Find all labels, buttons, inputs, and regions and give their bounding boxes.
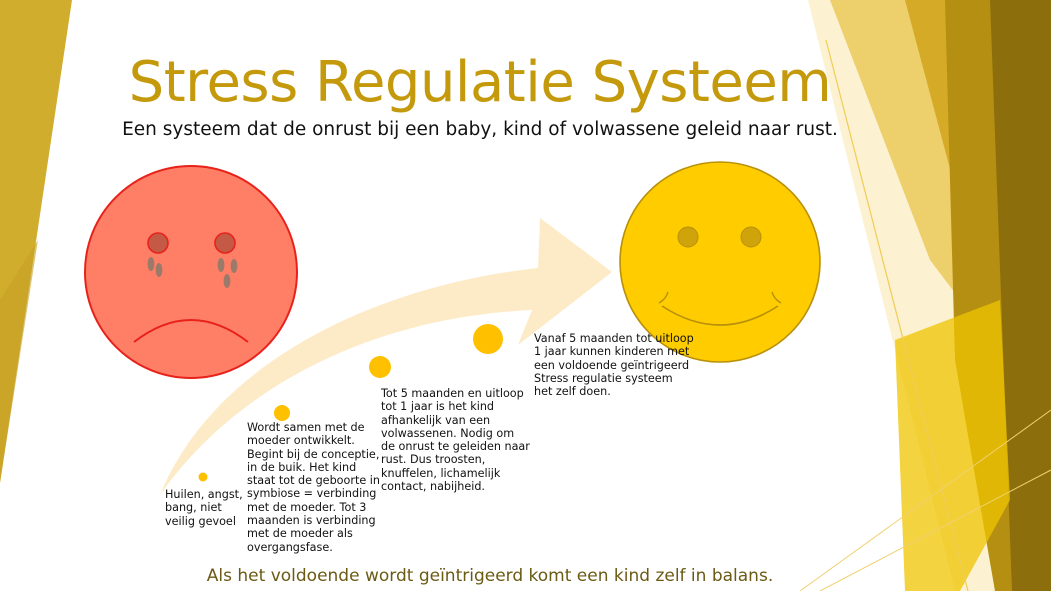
happy-face-icon xyxy=(619,161,821,363)
sad-face-icon xyxy=(84,165,298,379)
slide-footer: Als het voldoende wordt geïntrigeerd kom… xyxy=(206,566,774,586)
step-dot-3 xyxy=(369,356,391,378)
right-facet-bright xyxy=(895,300,1010,591)
bottom-thin-line-2 xyxy=(819,469,1051,591)
curved-arrow-icon xyxy=(160,218,612,495)
right-thin-line xyxy=(825,39,969,591)
step-text-4: Vanaf 5 maanden tot uitloop 1 jaar kunne… xyxy=(534,332,694,399)
right-facet-dark xyxy=(990,0,1051,591)
step-dot-1 xyxy=(198,472,208,482)
step-text-2: Wordt samen met de moeder ontwikkelt. Be… xyxy=(247,421,380,554)
bottom-thin-line-1 xyxy=(799,409,1051,591)
step-text-1: Huilen, angst, bang, niet veilig gevoel xyxy=(165,488,243,528)
step-dot-2 xyxy=(274,405,290,421)
slide-title: Stress Regulatie Systeem xyxy=(128,50,832,115)
step-text-3: Tot 5 maanden en uitloop tot 1 jaar is h… xyxy=(381,387,530,494)
step-dot-4 xyxy=(473,324,503,354)
slide-subtitle: Een systeem dat de onrust bij een baby, … xyxy=(122,119,838,140)
left-panel-shade xyxy=(0,240,38,483)
